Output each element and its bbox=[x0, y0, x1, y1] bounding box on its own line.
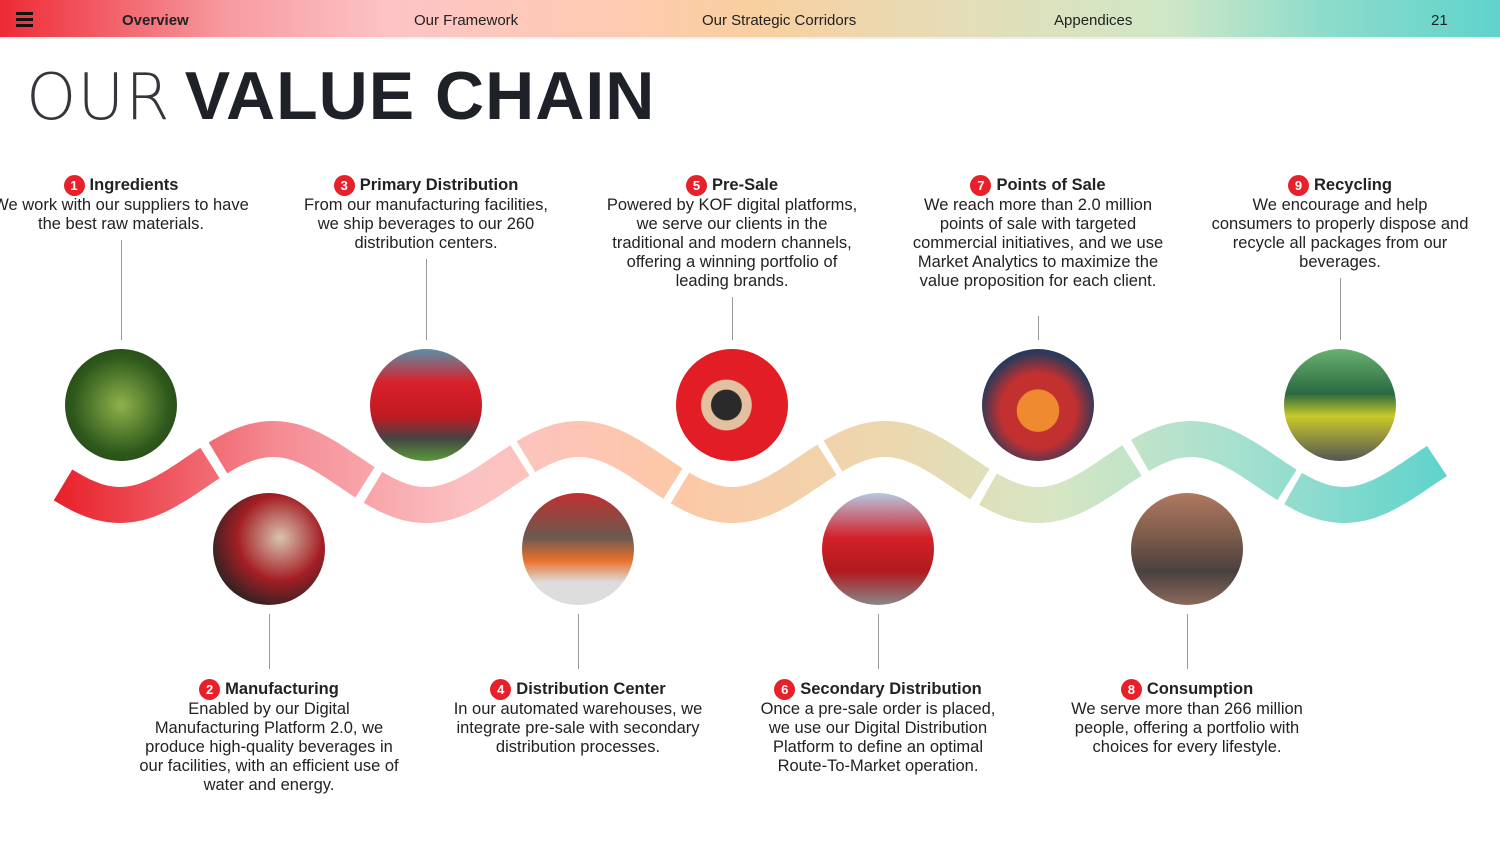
step-title-text: Points of Sale bbox=[996, 176, 1106, 194]
step-description: Once a pre-sale order is placed, we use … bbox=[760, 700, 996, 775]
forklift-photo bbox=[522, 493, 634, 605]
store-clerk-photo bbox=[982, 349, 1094, 461]
connector-line bbox=[121, 240, 122, 340]
hamburger-menu-icon[interactable] bbox=[16, 12, 33, 30]
wave-segment bbox=[516, 421, 683, 499]
step-number-badge: 2 bbox=[199, 679, 221, 700]
connector-line bbox=[578, 614, 579, 669]
connector-line bbox=[1187, 614, 1188, 669]
step-number-badge: 4 bbox=[490, 679, 512, 700]
step-description: We work with our suppliers to have the b… bbox=[0, 196, 249, 233]
step-title-text: Manufacturing bbox=[225, 680, 339, 698]
connector-line bbox=[1340, 278, 1341, 340]
connector-line bbox=[1038, 316, 1039, 340]
step-number-badge: 7 bbox=[970, 175, 992, 196]
step-title-text: Distribution Center bbox=[516, 680, 666, 698]
recycling-forklift-photo bbox=[1284, 349, 1396, 461]
step-number-badge: 1 bbox=[63, 175, 85, 196]
phone-photo bbox=[676, 349, 788, 461]
step-number-badge: 3 bbox=[333, 175, 355, 196]
connector-line bbox=[269, 614, 270, 669]
wave-segment bbox=[1131, 420, 1297, 501]
title-bold: VALUE CHAIN bbox=[184, 58, 656, 134]
step-description: In our automated warehouses, we integrat… bbox=[453, 700, 703, 756]
sugarcane-photo bbox=[65, 349, 177, 461]
top-nav: Overview Our Framework Our Strategic Cor… bbox=[0, 0, 1500, 39]
step-description: We encourage and help consumers to prope… bbox=[1211, 196, 1469, 271]
wave-segment bbox=[979, 445, 1142, 523]
step-description: Powered by KOF digital platforms, we ser… bbox=[606, 196, 858, 290]
wave-segment bbox=[208, 421, 375, 498]
nav-strategic-corridors[interactable]: Our Strategic Corridors bbox=[702, 12, 857, 29]
wave-segment bbox=[53, 447, 220, 524]
step-title-text: Pre-Sale bbox=[711, 176, 779, 194]
connector-line bbox=[878, 614, 879, 669]
delivery-truck-photo bbox=[822, 493, 934, 605]
nav-overview[interactable]: Overview bbox=[122, 12, 189, 29]
page-number: 21 bbox=[1431, 12, 1448, 29]
step-title-text: Consumption bbox=[1146, 680, 1254, 698]
wave-segment bbox=[670, 444, 837, 523]
factory-worker-photo bbox=[213, 493, 325, 605]
step-number-badge: 5 bbox=[685, 175, 707, 196]
people-photo bbox=[1131, 493, 1243, 605]
truck-photo bbox=[370, 349, 482, 461]
title-light: OUR bbox=[26, 61, 171, 135]
step-number-badge: 9 bbox=[1288, 175, 1310, 196]
nav-our-framework[interactable]: Our Framework bbox=[414, 12, 519, 29]
connector-line bbox=[732, 297, 733, 340]
connector-line bbox=[426, 259, 427, 340]
step-number-badge: 6 bbox=[774, 679, 796, 700]
step-description: From our manufacturing facilities, we sh… bbox=[304, 196, 548, 252]
step-description: Enabled by our Digital Manufacturing Pla… bbox=[139, 700, 399, 794]
wave-segment bbox=[823, 421, 990, 500]
step-title-text: Recycling bbox=[1314, 176, 1392, 194]
step-description: We serve more than 266 million people, o… bbox=[1071, 700, 1303, 756]
nav-appendices[interactable]: Appendices bbox=[1054, 12, 1133, 29]
wave-segment bbox=[1284, 446, 1447, 524]
step-description: We reach more than 2.0 million points of… bbox=[912, 196, 1164, 290]
step-title-text: Primary Distribution bbox=[359, 176, 519, 194]
step-number-badge: 8 bbox=[1120, 679, 1142, 700]
step-title-text: Secondary Distribution bbox=[800, 680, 982, 698]
wave-segment bbox=[363, 445, 530, 523]
step-title-text: Ingredients bbox=[89, 176, 179, 194]
